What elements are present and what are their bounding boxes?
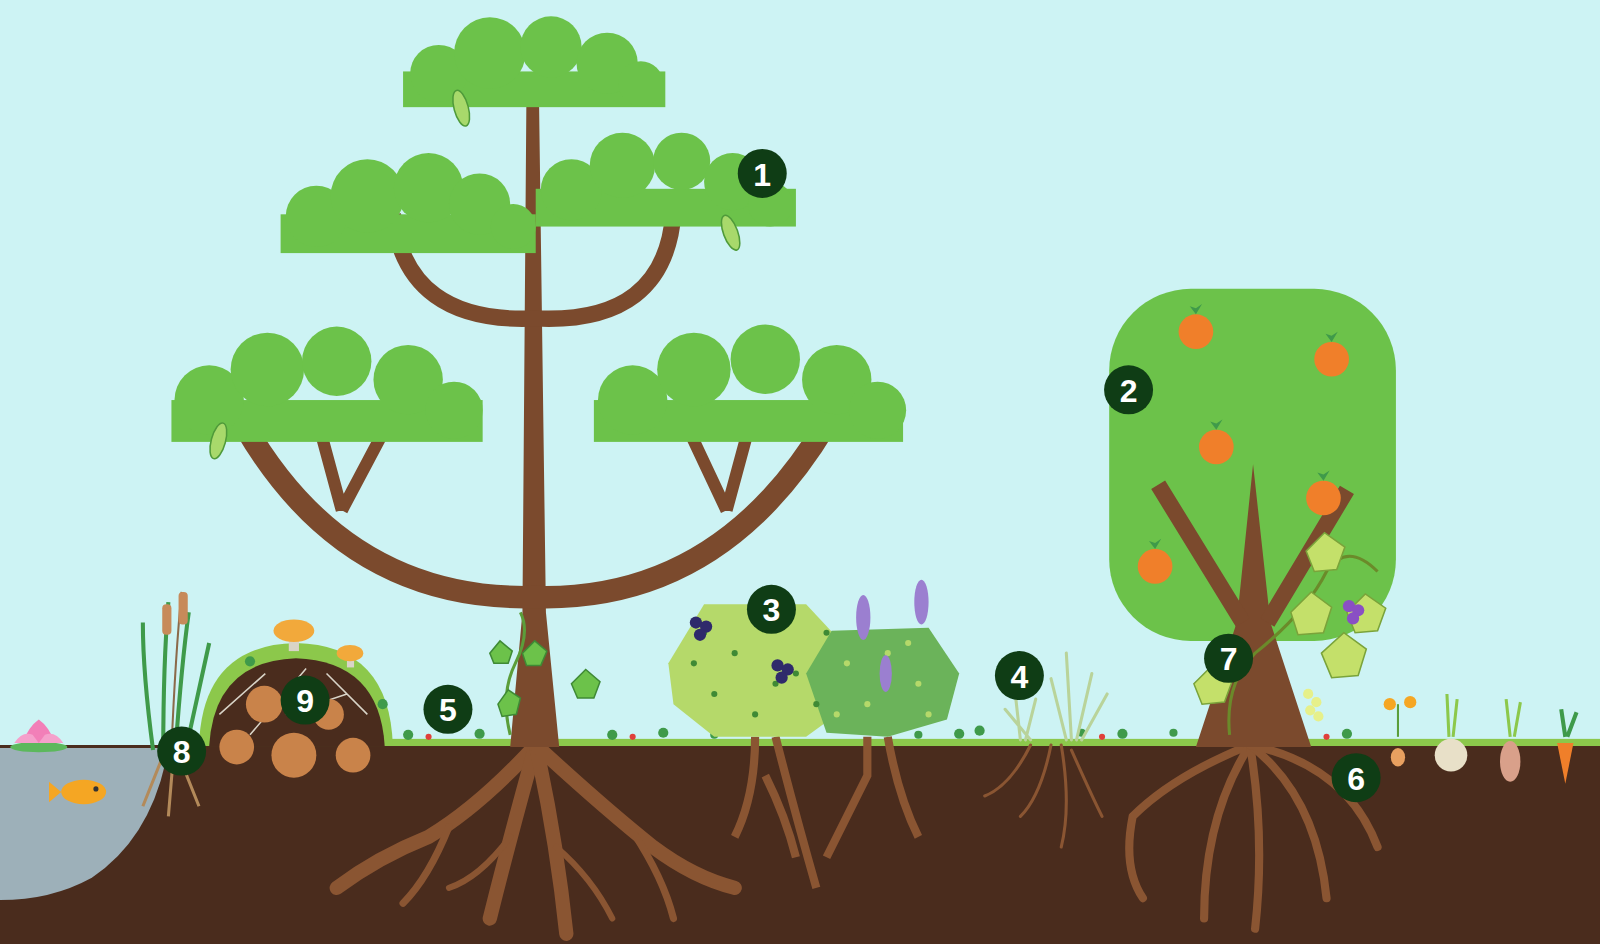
cattails — [143, 592, 209, 817]
log-mound — [199, 619, 393, 777]
shrubs — [668, 580, 959, 888]
tree-roots — [337, 745, 735, 934]
callout-number: 8 — [173, 736, 191, 768]
fruit-tree — [1109, 289, 1396, 747]
callout-discs — [157, 149, 1380, 802]
callout-number: 9 — [296, 685, 314, 717]
callout-number: 6 — [1347, 763, 1365, 795]
fish — [49, 780, 106, 804]
callout-number: 1 — [753, 159, 771, 191]
canopy-tree — [171, 16, 906, 747]
callout-number: 2 — [1120, 375, 1138, 407]
root-vegetables — [1384, 694, 1577, 784]
callout-number: 3 — [763, 594, 781, 626]
callout-number: 7 — [1220, 643, 1238, 675]
lotus — [10, 719, 67, 752]
callout-number: 4 — [1010, 661, 1028, 693]
callout-number: 5 — [439, 694, 457, 726]
